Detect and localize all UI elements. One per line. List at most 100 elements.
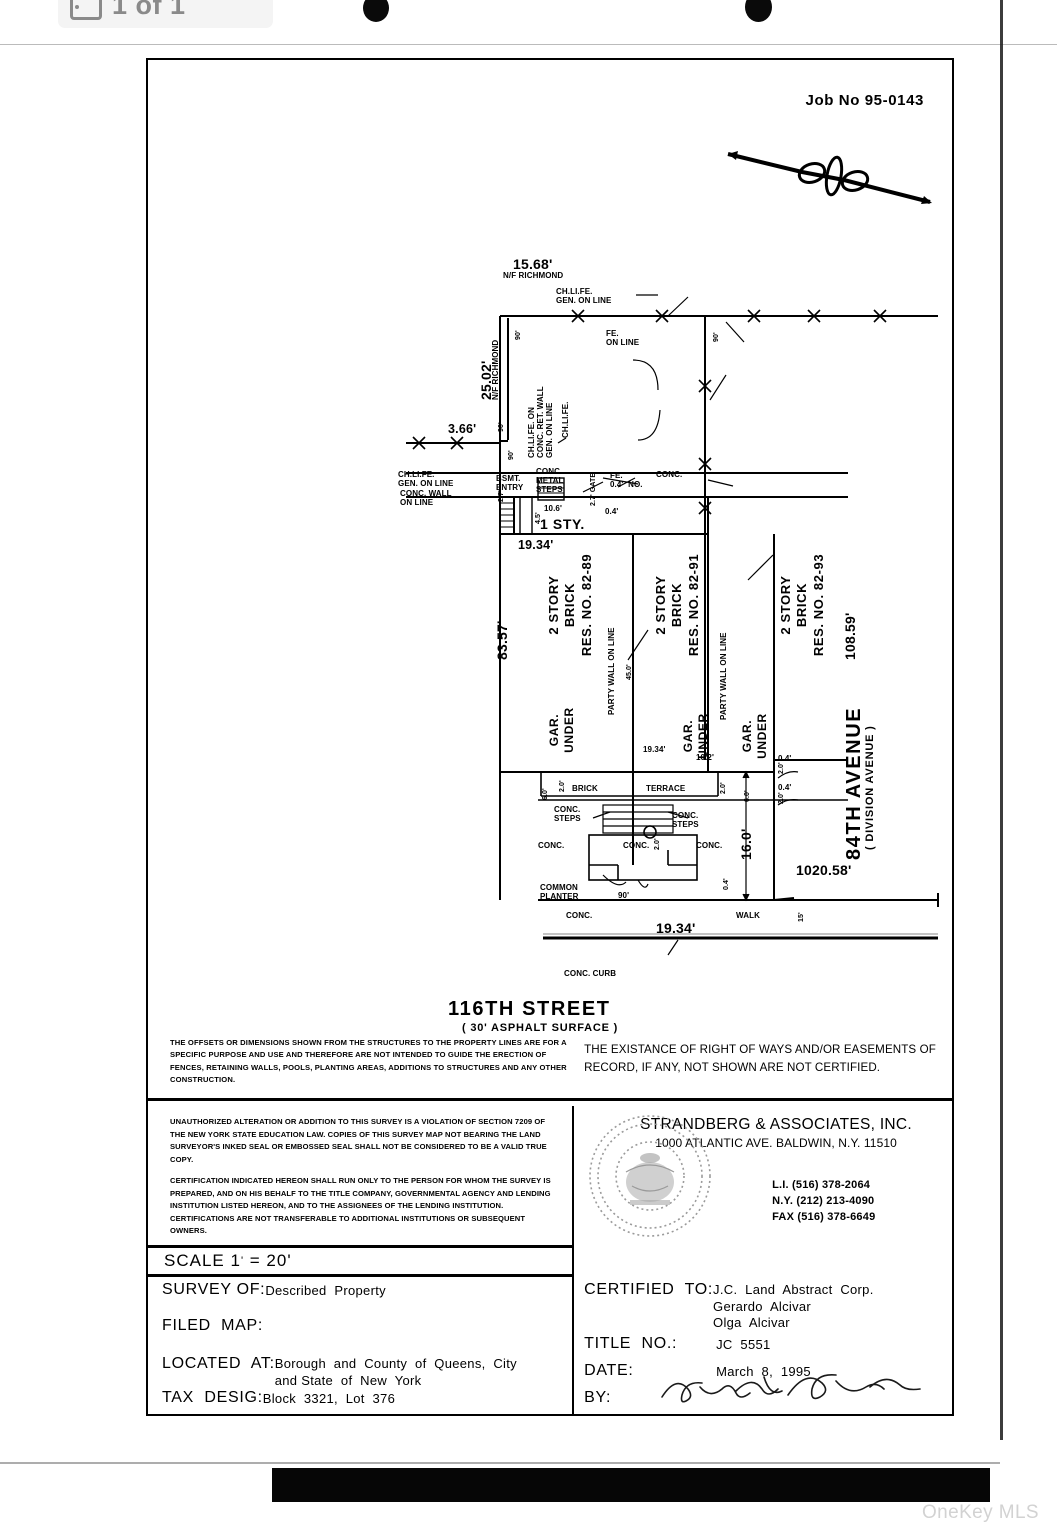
field-located-at: LOCATED AT: Borough and County of Queens… [162,1355,517,1389]
firm-phone-li: L.I. (516) 378-2064 [772,1179,871,1191]
tax-desig-label: TAX DESIG: [162,1389,263,1406]
building-right-label: 2 STORY BRICK RES. NO. 82-93 [778,553,826,657]
page-indicator-label: 1 of 1 [112,0,186,20]
note-conc-center: CONC. [623,841,650,850]
field-survey-of: SURVEY OF: Described Property [162,1281,386,1300]
certified-to-value: J.C. Land Abstract Corp. Gerardo Alcivar… [713,1282,874,1331]
title-block-info: SURVEY OF: Described Property FILED MAP:… [148,1277,952,1416]
plot-geometry [406,294,939,956]
title-no-value: JC 5551 [716,1337,771,1352]
note-chlife-gen-top: CH.LI.FE. GEN. ON LINE [556,287,612,305]
dim-chain-90-a: 90' [515,330,522,340]
note-conc-curb: CONC. CURB [564,969,617,978]
label-nf-richmond-west: N/F RICHMOND [491,339,500,400]
dim-offset-04-c: 0.4' [778,783,792,792]
dim-bsmt-offset: 2.7' [498,490,505,502]
scan-dot-artifact-right [745,0,772,22]
certified-to-label: CERTIFIED TO: [584,1281,714,1298]
by-label: BY: [584,1389,612,1406]
scale-value: = 20' [249,1251,292,1270]
note-fe-on-line: FE. ON LINE [606,329,640,347]
scan-hairline-top [0,44,1057,45]
label-one-story: 1 STY. [540,516,585,532]
building-center-label: 2 STORY BRICK RES. NO. 82-91 [653,553,701,657]
dim-chain-90-d: 90' [713,332,720,342]
dim-offset-04-b: 0.4' [778,754,792,763]
survey-of-label: SURVEY OF: [162,1281,266,1298]
dim-setback-160: 16.0' [738,828,754,860]
date-label: DATE: [584,1362,634,1379]
street-front-subtitle: ( 30' ASPHALT SURFACE ) [462,1022,619,1034]
dim-gar-102: 10.2' [696,753,714,762]
field-filed-map: FILED MAP: [162,1317,263,1335]
title-no-label: TITLE NO.: [584,1335,678,1352]
survey-of-value: Described Property [265,1283,386,1298]
note-bsmt-entry: BSMT. ENTRY [496,474,524,492]
note-conc-mid-right: CONC. [696,841,723,850]
dim-party-wall-45: 45.0' [626,664,633,680]
dim-walk-15: 15' [798,912,805,922]
label-brick: BRICK [572,784,598,793]
label-walk: WALK [736,911,760,920]
dim-offset-04-d: 0.4' [723,878,730,890]
scan-hairline-bottom [0,1462,1000,1464]
dim-left-side-8357: 83.57' [494,620,510,660]
dim-right-side-10859: 108.59' [842,612,858,660]
scale-tick: ' [240,1255,245,1267]
legal-paragraph-1: UNAUTHORIZED ALTERATION OR ADDITION TO T… [170,1117,547,1164]
dim-gate: 2.7' GATE [590,472,597,506]
note-conc-below: CONC. [566,911,593,920]
scale-strip: SCALE 1' = 20' [148,1245,575,1277]
legal-and-firm-band: UNAUTHORIZED ALTERATION OR ADDITION TO T… [148,1106,952,1245]
dim-one-sty-106: 10.6' [544,504,562,513]
firm-fax: FAX (516) 378-6649 [772,1210,876,1223]
dim-front-top-1934: 19.34' [518,538,554,552]
building-left-label: 2 STORY BRICK RES. NO. 82-89 [546,553,594,657]
dim-terrace-60-b: 6.0' [744,790,751,802]
scale-label: SCALE 1 [164,1251,241,1270]
dim-offset-04-a: 0.4' [605,507,619,516]
located-at-label: LOCATED AT: [162,1355,275,1372]
scan-dot-artifact-left [363,0,389,22]
note-conc-metal-steps: CONC. METAL STEPS [536,467,564,494]
street-side-name: 84TH AVENUE [843,706,865,860]
scan-dark-band-artifact [272,1468,990,1502]
street-side-subtitle: ( DIVISION AVENUE ) [864,725,876,850]
dim-west-366: 3.66' [448,422,477,436]
disclaimer-band: THE OFFSETS OR DIMENSIONS SHOWN FROM THE… [148,1025,952,1101]
job-number: Job No 95-0143 [805,92,924,109]
pages-icon [70,0,102,20]
building-left-garage: GAR. UNDER [547,707,576,753]
note-common-planter: COMMON PLANTER [540,883,579,901]
survey-sheet: Job No 95-0143 [146,58,954,1416]
dim-terrace-20-d: 2.0' [778,792,785,804]
note-chlife-gen-left: CH.LI.FE. GEN. ON LINE [398,470,454,488]
field-tax-desig: TAX DESIG: Block 3321, Lot 376 [162,1389,395,1408]
legal-paragraph-2: CERTIFICATION INDICATED HEREON SHALL RUN… [170,1176,551,1236]
date-value: March 8, 1995 [716,1364,811,1379]
dim-front-bottom-1934: 19.34' [656,920,696,936]
title-block-right: CERTIFIED TO: J.C. Land Abstract Corp. G… [574,1277,952,1416]
survey-plot-drawing: 15.68' N/F RICHMOND CH.LI.FE. GEN. ON LI… [148,60,956,1034]
note-conc-rear-right: CONC. [656,470,683,479]
field-certified-to: CERTIFIED TO: J.C. Land Abstract Corp. G… [584,1281,874,1332]
note-party-wall-left: PARTY WALL ON LINE [607,627,616,715]
dim-terrace-20-a: 2.0' [559,780,566,792]
note-chlife-conc-ret-wall: CH.LI.FE. ON CONC. RET. WALL GEN. ON LIN… [527,386,554,458]
label-nf-richmond-north: N/F RICHMOND [503,271,564,280]
dim-terrace-60-a: 6.0' [542,788,549,800]
dim-chain-90-b: 90' [498,422,505,432]
legal-notices: UNAUTHORIZED ALTERATION OR ADDITION TO T… [148,1106,575,1245]
mls-watermark: OneKey MLS [922,1502,1039,1523]
note-chlife-vertical: CH.LI.FE. [561,401,570,438]
note-party-wall-right: PARTY WALL ON LINE [719,632,728,720]
field-by: BY: [584,1389,611,1407]
dim-front-mid-1934: 19.34' [643,745,666,754]
firm-address: 1000 ATLANTIC AVE. BALDWIN, N.Y. 11510 [655,1136,897,1150]
firm-name: STRANDBERG & ASSOCIATES, INC. [640,1116,913,1133]
street-front-name: 116TH STREET [448,998,611,1020]
note-conc-steps-right: CONC. STEPS [672,811,699,829]
dim-chain-90-c: 90' [508,450,515,460]
signature-icon [661,1373,921,1403]
dim-planter-angle: 90' [618,891,630,900]
